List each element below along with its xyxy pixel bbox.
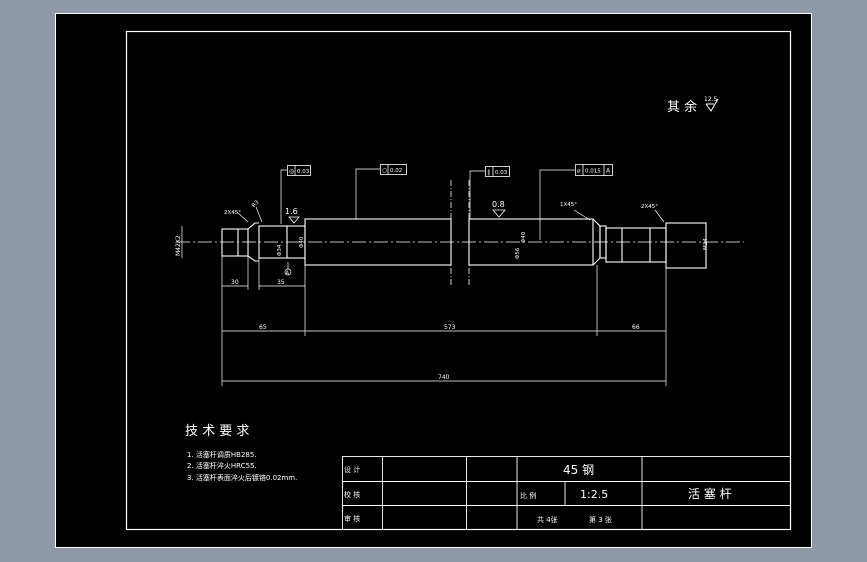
material: 45 钢 bbox=[563, 463, 594, 477]
svg-text:0.015: 0.015 bbox=[585, 169, 601, 175]
roughness-right: 0.8 bbox=[492, 200, 505, 209]
main-right-diameter: Φ56 bbox=[515, 247, 521, 259]
sheet-total: 共 4张 bbox=[537, 515, 558, 524]
tolerance-frame-4: ⌀ 0.015 A bbox=[539, 164, 613, 240]
right-end-diameter: M34 bbox=[703, 238, 709, 250]
dim-left-thread: 30 bbox=[231, 279, 239, 286]
surface-finish-value: 12.5 bbox=[704, 96, 718, 103]
drawing-sheet bbox=[56, 14, 812, 548]
title-row-approve: 审 核 bbox=[344, 514, 360, 523]
tech-req-item-2: 2. 活塞杆淬火HRC55. bbox=[187, 461, 257, 470]
sheet-border bbox=[55, 13, 812, 548]
svg-text:◎: ◎ bbox=[289, 168, 294, 175]
left-shoulder-diameter: Φ34 bbox=[277, 244, 283, 256]
chamfer-right: 2X45° bbox=[641, 204, 658, 210]
dim-left-total: 65 bbox=[259, 324, 267, 331]
right-main-diameter: Φ40 bbox=[521, 231, 527, 243]
svg-text:0.03: 0.03 bbox=[297, 169, 310, 175]
roughness-left: 1.6 bbox=[285, 207, 298, 216]
tech-req-item-3: 3. 活塞杆表面淬火后镀铬0.02mm. bbox=[187, 473, 297, 482]
dim-left-step: 35 bbox=[277, 279, 285, 286]
dim-right: 66 bbox=[632, 324, 640, 331]
piston-rod-outline bbox=[221, 218, 707, 269]
chamfer-middle: 1X45° bbox=[560, 202, 577, 208]
title-row-design: 设 计 bbox=[344, 465, 360, 474]
tolerance-frame-2: ○ 0.02 bbox=[355, 164, 407, 219]
roughness-right-icon bbox=[492, 209, 506, 218]
svg-text:○: ○ bbox=[382, 167, 387, 174]
surface-finish-label: 其 余 bbox=[667, 99, 697, 115]
tech-req-heading: 技 术 要 求 bbox=[185, 424, 249, 439]
part-name: 活 塞 杆 bbox=[688, 486, 732, 501]
datum-label: A bbox=[286, 271, 290, 277]
scale-value: 1:2.5 bbox=[580, 488, 608, 501]
chamfer-small: R3 bbox=[251, 199, 261, 209]
scale-label: 比 例 bbox=[520, 491, 536, 500]
chamfer-leaders bbox=[236, 206, 665, 223]
tolerance-frame-1: ◎ 0.03 bbox=[280, 165, 311, 224]
sheet-number: 第 3 张 bbox=[589, 515, 612, 524]
left-end-diameter: M42X2 bbox=[175, 235, 182, 256]
roughness-left-icon bbox=[288, 216, 300, 224]
svg-text:0.02: 0.02 bbox=[390, 168, 402, 174]
dimension-lines bbox=[221, 256, 667, 386]
dim-center: 573 bbox=[444, 324, 456, 331]
svg-text:A: A bbox=[606, 168, 611, 175]
svg-text:0.03: 0.03 bbox=[495, 170, 508, 176]
tolerance-frame-3: ∥ 0.03 bbox=[469, 166, 510, 219]
main-diameter: Φ40 bbox=[299, 236, 305, 248]
svg-text:⌀: ⌀ bbox=[577, 168, 581, 175]
svg-text:∥: ∥ bbox=[487, 169, 490, 176]
dim-overall: 740 bbox=[438, 374, 450, 381]
chamfer-left: 2X45° bbox=[224, 210, 241, 216]
title-block-grid bbox=[342, 456, 791, 530]
title-row-check: 校 核 bbox=[344, 490, 360, 499]
roughness-symbol-icon bbox=[705, 98, 719, 112]
tech-req-item-1: 1. 活塞杆调质HB285. bbox=[187, 450, 257, 459]
